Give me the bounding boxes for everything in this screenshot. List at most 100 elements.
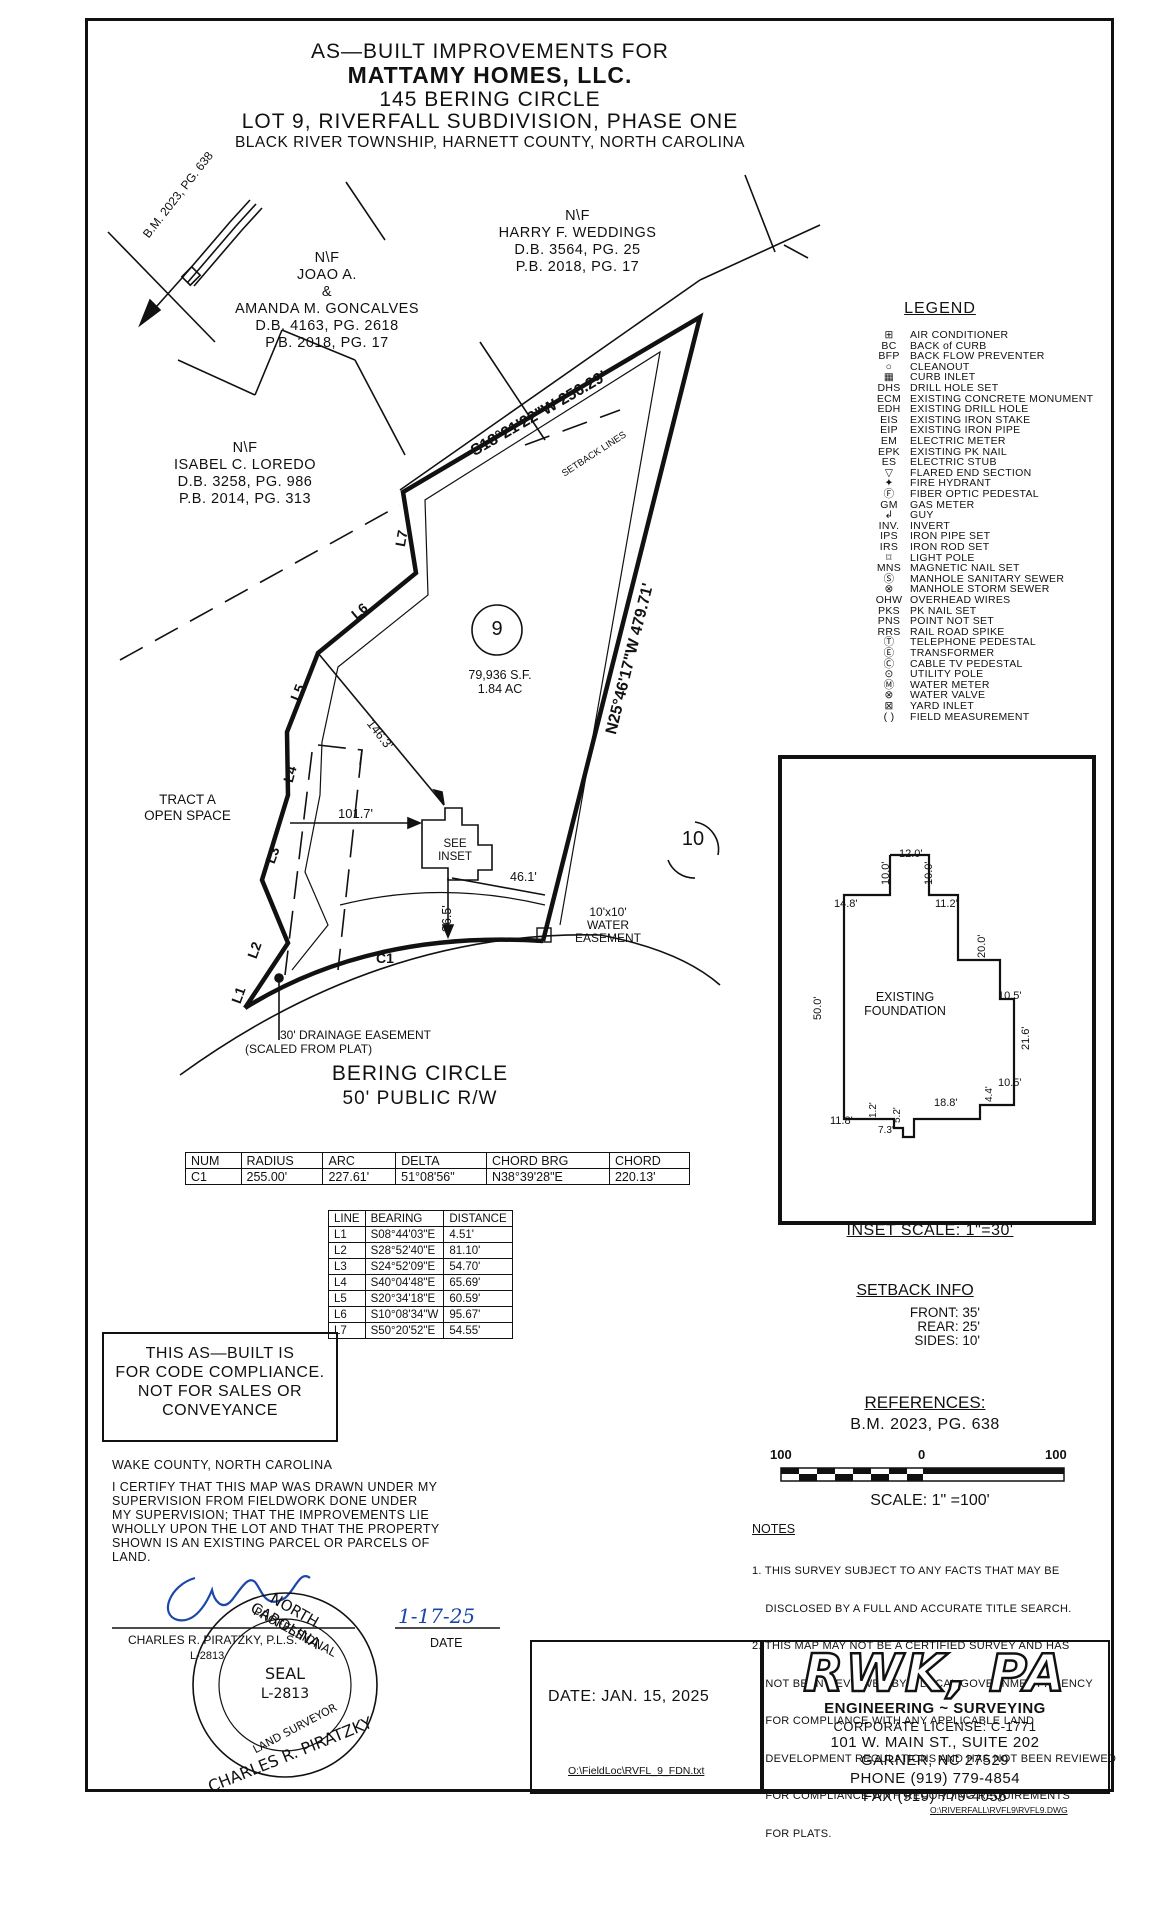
seal-word: SEAL [264, 1664, 306, 1683]
legend-description: EXISTING IRON PIPE [910, 424, 1021, 437]
street-name: BERING CIRCLE [331, 1062, 509, 1085]
sheet-border [85, 18, 1114, 1792]
legend-symbol-icon: ⊗ [884, 583, 894, 596]
legend-item: ✦FIRE HYDRANT [868, 478, 991, 489]
line-cell: S20°34'18"E [364, 1290, 445, 1307]
legend-description: GUY [910, 509, 934, 522]
line-header-cell: DISTANCE [443, 1210, 513, 1227]
legend-description: PK NAIL SET [910, 604, 977, 617]
title-block-date: DATE: JAN. 15, 2025 [548, 1688, 710, 1705]
inset-foundation-label: EXISTING FOUNDATION [864, 990, 946, 1018]
legend-symbol-icon: Ⓣ [883, 636, 895, 649]
curve-cell: 220.13' [608, 1168, 691, 1185]
signature-mark [166, 1575, 311, 1622]
legend-description: TELEPHONE PEDESTAL [910, 636, 1036, 649]
legend-description: MAGNETIC NAIL SET [910, 562, 1020, 575]
see-inset-label: SEE INSET [438, 838, 472, 863]
inset-dim-105a: 10.5' [998, 990, 1022, 1002]
legend-symbol-icon: MNS [876, 562, 902, 575]
line-cell: L3 [328, 1258, 366, 1275]
legend-symbol-icon: EPK [878, 445, 900, 458]
legend-description: IRON PIPE SET [910, 530, 991, 543]
neighbor-loredo: N\F ISABEL C. LOREDO D.B. 3258, PG. 986 … [173, 440, 317, 507]
references-value: B.M. 2023, PG. 638 [850, 1416, 1000, 1433]
legend-symbol-icon: Ⓒ [883, 657, 895, 670]
legend-symbol-icon: ⌑ [886, 551, 892, 564]
certification-text: I CERTIFY THAT THIS MAP WAS DRAWN UNDER … [112, 1480, 440, 1564]
tract-a-label: TRACT A OPEN SPACE [144, 792, 231, 823]
legend-symbol-icon: ( ) [883, 710, 895, 723]
field-file-path: O:\FieldLoc\RVFL_9_FDN.txt [568, 1765, 705, 1777]
legend-symbol-icon: ⊠ [884, 700, 894, 712]
dim-46: 46.1' [510, 870, 537, 884]
legend-item: BC BACK of CURB [868, 341, 987, 352]
legend-description: EXISTING IRON STAKE [910, 413, 1031, 426]
legend-symbol-icon: ↲ [884, 509, 894, 522]
legend-symbol-icon: BC [881, 339, 897, 352]
legend-symbol-icon: EIS [880, 413, 898, 426]
title-block-firm-cell [760, 1640, 1110, 1794]
legend-symbol-icon: EDH [877, 403, 901, 416]
foundation-drawing [842, 853, 1016, 1139]
legend-item: ⊠YARD INLET [868, 701, 974, 712]
curve-cell: 51°08'56" [395, 1168, 487, 1185]
legend-item: ⊞AIR CONDITIONER [868, 330, 1008, 341]
rwk-logo: RWK, PA [802, 1643, 1067, 1706]
firm-tagline: ENGINEERING ~ SURVEYING [824, 1700, 1046, 1717]
references-title: REFERENCES: [864, 1393, 986, 1412]
line-cell: L4 [328, 1274, 366, 1291]
legend-symbol-icon: ⊙ [884, 668, 894, 681]
legend-description: BACK of CURB [910, 339, 987, 352]
lot-area: 79,936 S.F. 1.84 AC [468, 668, 532, 696]
firm-fax: FAX (919) 779-4056 [862, 1788, 1008, 1805]
legend-item: ⊙UTILITY POLE [868, 669, 983, 680]
scale-right: 100 [1045, 1447, 1067, 1462]
line-header-cell: LINE [328, 1210, 366, 1227]
property-address: 145 BERING CIRCLE [379, 88, 601, 111]
legend-description: EXISTING CONCRETE MONUMENT [910, 392, 1094, 405]
legend-description: EXISTING PK NAIL [910, 445, 1007, 458]
curve-label-c1: C1 [376, 950, 394, 966]
county-line: WAKE COUNTY, NORTH CAROLINA [112, 1458, 333, 1472]
curve-table: NUM RADIUS ARC DELTA CHORD BRG CHORD C1 … [185, 1152, 691, 1185]
table-row: C1 255.00' 227.61' 51°08'56" N38°39'28"E… [185, 1168, 691, 1185]
legend-item: ○CLEANOUT [868, 362, 970, 373]
scale-bar [780, 1467, 1065, 1482]
legend-item: ⌑LIGHT POLE [868, 553, 975, 564]
corporate-license: CORPORATE LICENSE: C-1771 [833, 1719, 1037, 1734]
surveyor-name: CHARLES R. PIRATZKY, P.L.S. [128, 1633, 298, 1647]
inset-dim-188: 18.8' [934, 1097, 958, 1109]
legend-symbol-icon: DHS [877, 382, 901, 394]
setback-title: SETBACK INFO [856, 1282, 974, 1299]
legend-description: WATER METER [910, 678, 990, 691]
curve-cell: 227.61' [322, 1168, 397, 1185]
street-rw: 50' PUBLIC R/W [342, 1088, 498, 1109]
legend-item: ⊗MANHOLE STORM SEWER [868, 584, 1050, 595]
legend-description: POINT NOT SET [910, 615, 995, 628]
legend-symbol-icon: ○ [885, 360, 893, 373]
legend-title: LEGEND [904, 300, 976, 317]
legend-item: Ⓒ CABLE TV PEDESTAL [868, 659, 1023, 670]
asbuilt-note: THIS AS—BUILT IS FOR CODE COMPLIANCE. NO… [102, 1332, 338, 1442]
legend-description: CABLE TV PEDESTAL [910, 657, 1023, 670]
legend-symbol-icon: OHW [875, 594, 903, 606]
firm-address-1: 101 W. MAIN ST., SUITE 202 [830, 1734, 1040, 1751]
signed-date: 1-17-25 [398, 1604, 476, 1628]
setback-sides: SIDES: 10' [914, 1333, 980, 1348]
legend-description: IRON ROD SET [910, 541, 990, 553]
curve-header-cell: CHORD [608, 1152, 691, 1169]
firm-address-2: GARNER, NC 27529 [860, 1752, 1010, 1769]
legend-item: Ⓣ TELEPHONE PEDESTAL [868, 637, 1036, 648]
seal-inner [218, 1618, 352, 1752]
